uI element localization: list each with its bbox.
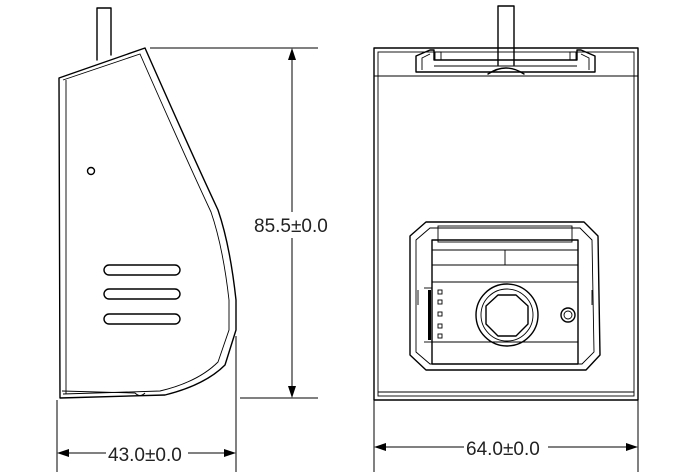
front-width-dimension-label: 64.0±0.0 <box>466 439 540 460</box>
side-width-dimension-label: 43.0±0.0 <box>108 445 182 466</box>
side-body-outline <box>58 47 237 399</box>
side-vent-slots <box>103 264 181 325</box>
side-screw-icon <box>86 166 96 176</box>
front-width-dimension: 64.0±0.0 <box>373 400 639 472</box>
camera-module <box>409 221 601 371</box>
front-view <box>373 5 639 401</box>
lens-icon <box>475 283 539 347</box>
front-top-bracket <box>415 49 596 73</box>
height-dimension-label: 85.5±0.0 <box>254 216 328 237</box>
side-width-dimension: 43.0±0.0 <box>56 336 237 472</box>
height-dimension: 85.5±0.0 <box>150 47 332 399</box>
front-mount-post <box>487 5 525 75</box>
side-mount-post <box>96 7 112 61</box>
sensor-icon <box>560 307 576 323</box>
side-body-inner-line <box>62 53 230 395</box>
front-body-outline <box>373 47 639 401</box>
side-view <box>58 7 237 399</box>
